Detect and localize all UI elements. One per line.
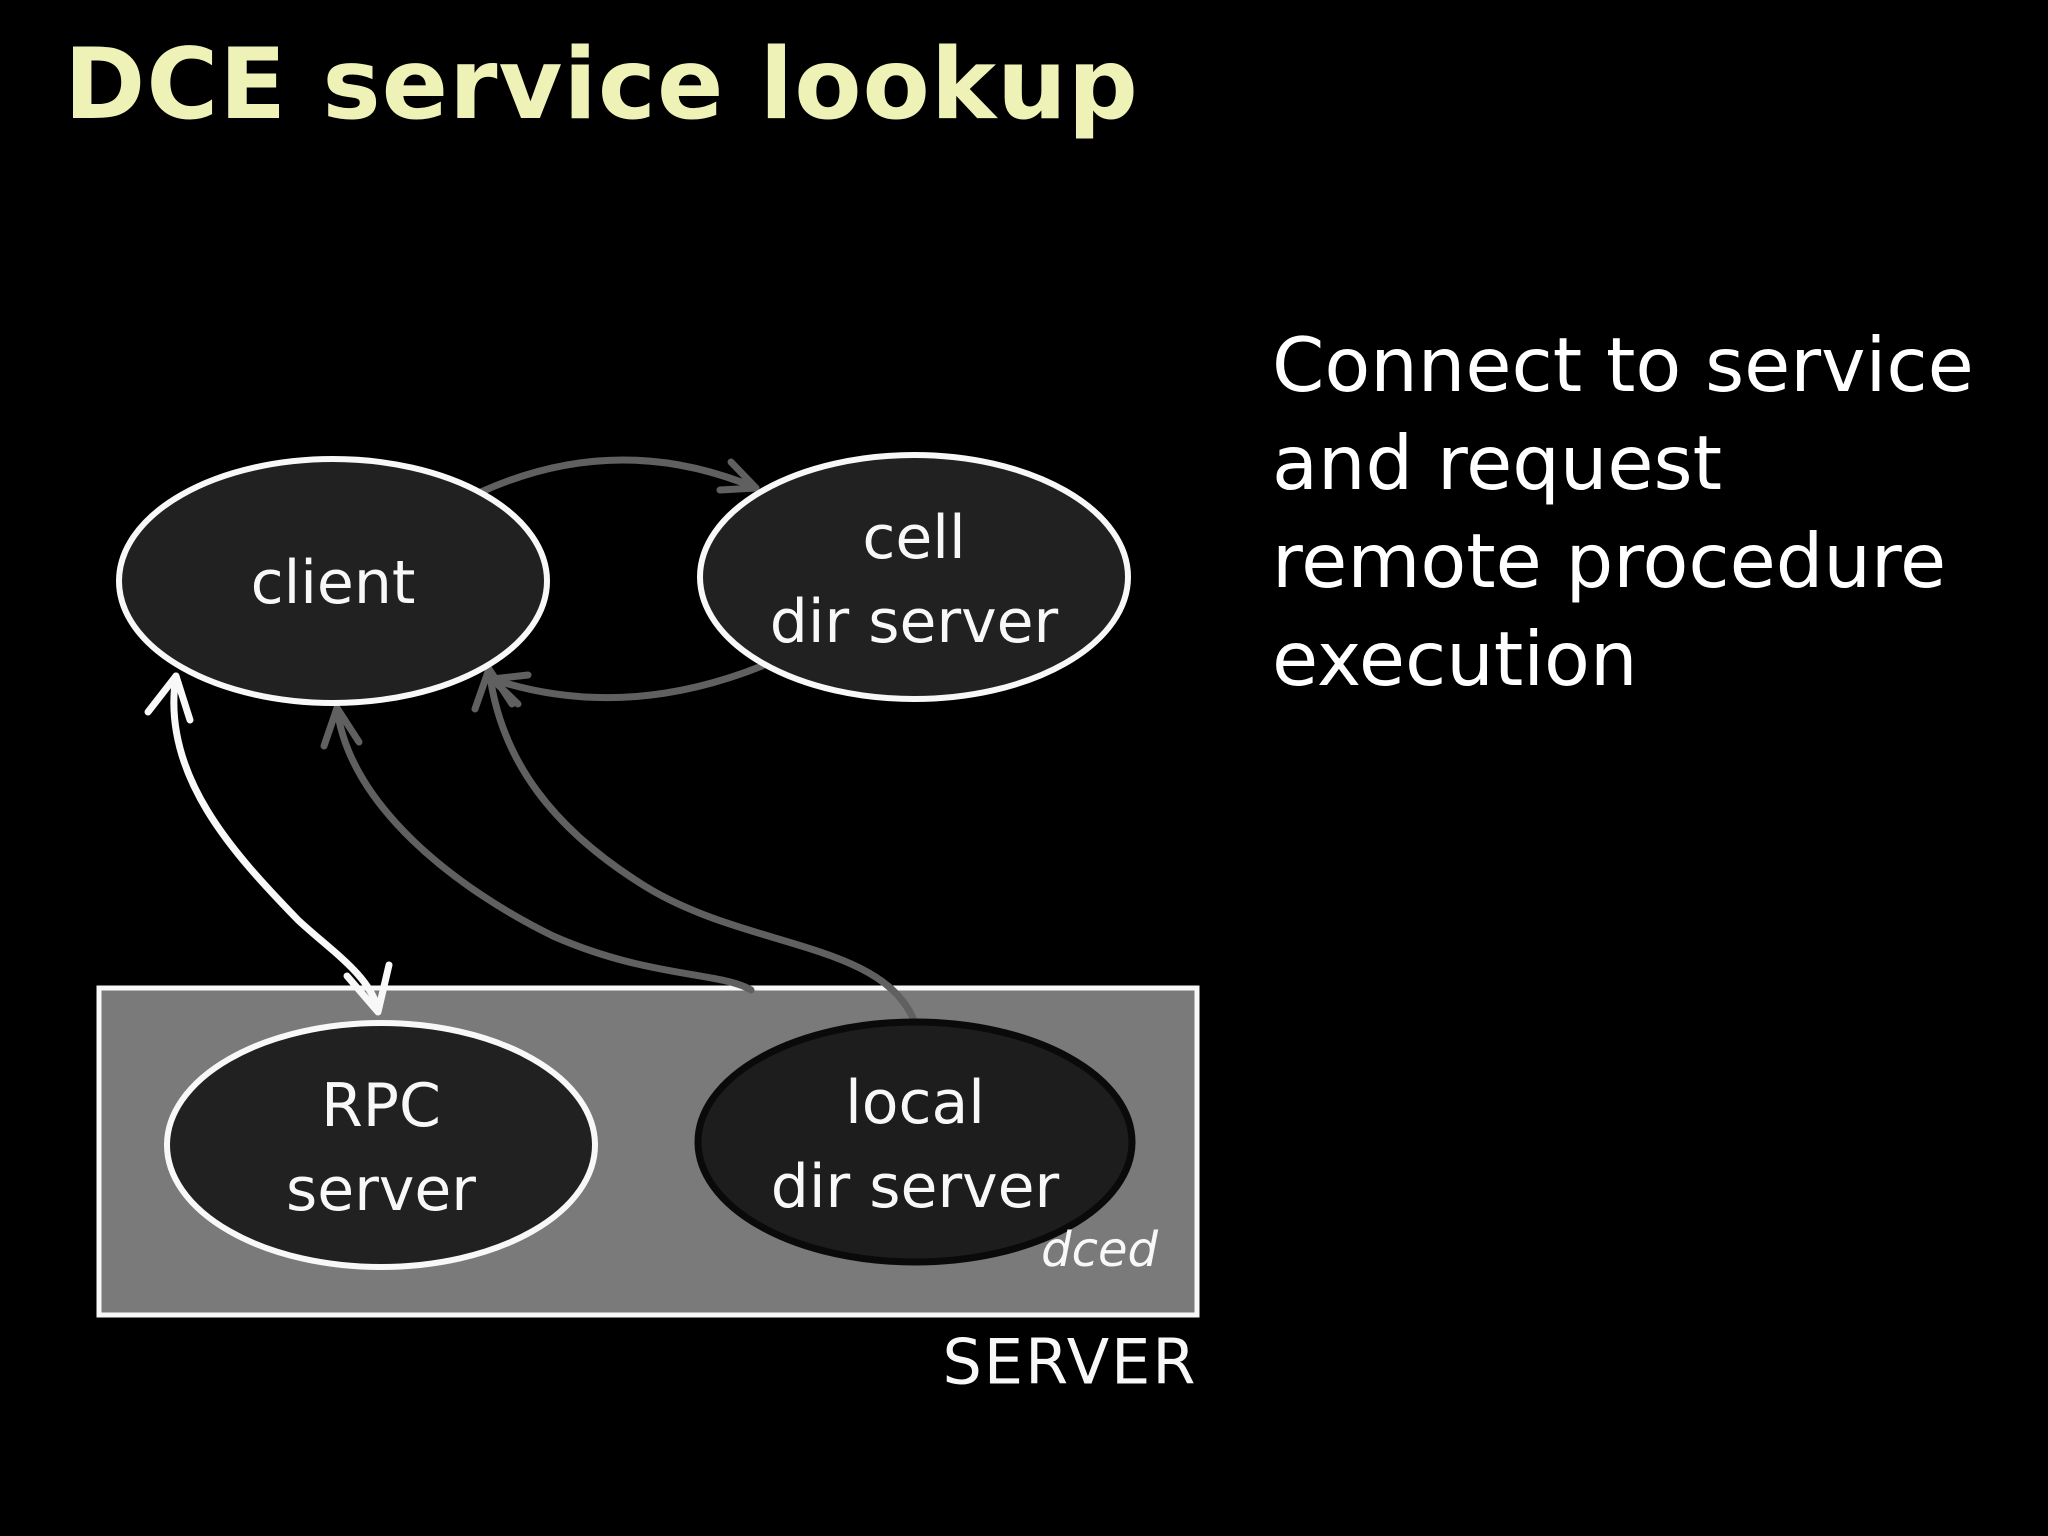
local-dir-server-label-line2: dir server (770, 1152, 1060, 1222)
arrowhead-at-client-from-local-dir (471, 665, 516, 713)
side-note-line: and request (1272, 419, 1723, 507)
edge-client-rpc-server (170, 672, 382, 1014)
page-title: DCE service lookup (64, 28, 1139, 142)
rpc-server-label-line2: server (286, 1155, 476, 1225)
cell-dir-server-node-label: cell dir server (770, 496, 1058, 664)
edge-client-to-cell-dir-server (477, 456, 760, 496)
local-dir-server-node-label: local dir server (771, 1061, 1059, 1229)
rpc-server-node (164, 1020, 598, 1270)
cell-dir-server-label-line1: cell (862, 503, 966, 573)
local-dir-server-label-line1: local (845, 1068, 985, 1138)
side-note-line: Connect to service (1272, 321, 1974, 409)
arrowhead-at-client-from-box (320, 704, 363, 750)
edge-local-dir-server-to-client (485, 665, 917, 1022)
side-note: Connect to service and request remote pr… (1272, 316, 1974, 708)
server-box-caption: SERVER (942, 1325, 1198, 1399)
client-label-line: client (250, 548, 416, 618)
cell-dir-server-label-line2: dir server (769, 587, 1059, 657)
side-note-line: execution (1272, 615, 1638, 703)
side-note-line: remote procedure (1272, 517, 1947, 605)
client-node-label: client (251, 541, 416, 625)
rpc-server-label-line1: RPC (321, 1071, 441, 1141)
client-node (116, 456, 550, 706)
arrowhead-at-cell-dir-server (716, 458, 760, 494)
arrowhead-at-client-white (144, 672, 194, 724)
edge-server-box-to-client (333, 704, 755, 994)
local-dir-server-node (694, 1018, 1136, 1266)
cell-dir-server-node (697, 452, 1131, 702)
edge-cell-dir-server-to-client (488, 662, 766, 702)
dced-label: dced (1041, 1222, 1158, 1278)
arrowhead-at-rpc-server-white (343, 961, 393, 1016)
rpc-server-node-label: RPC server (286, 1064, 476, 1232)
